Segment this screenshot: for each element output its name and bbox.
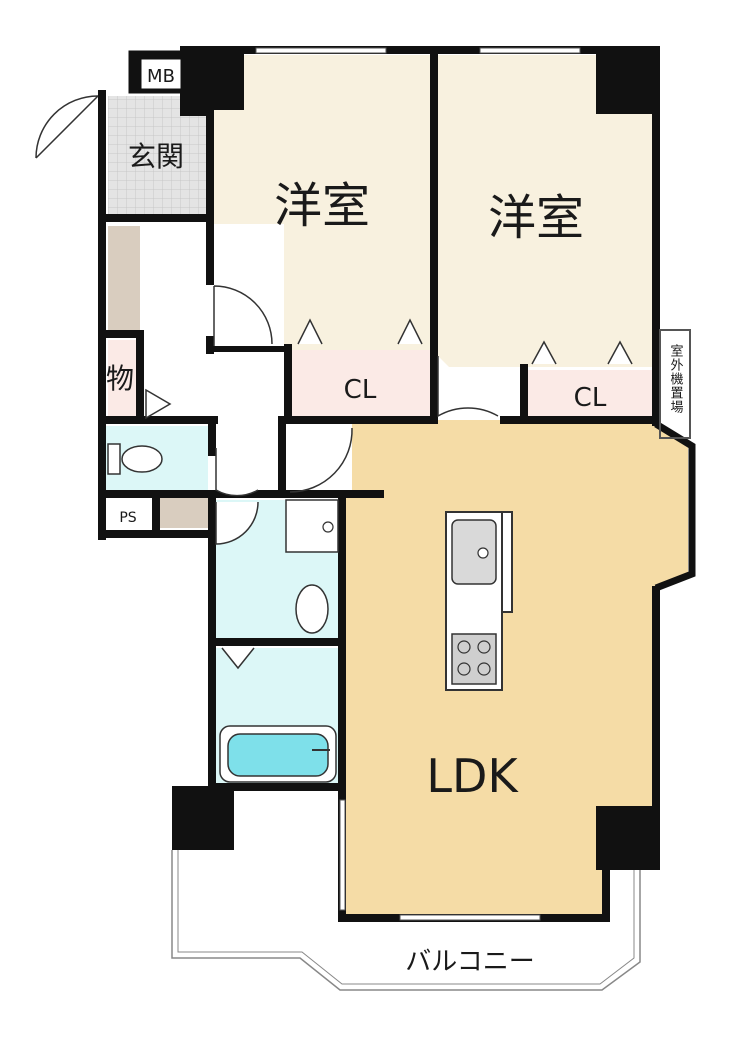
hall-ldk-door-arc — [289, 427, 353, 493]
wall — [206, 336, 214, 354]
storage-label: 物 — [106, 362, 134, 395]
ps-side-floor — [160, 498, 208, 528]
ldk-floor — [343, 420, 688, 918]
balcony-inner-outline — [177, 850, 635, 985]
wall — [172, 786, 234, 850]
wall — [180, 46, 660, 54]
bay-window-wall — [654, 421, 696, 592]
wall — [284, 416, 438, 424]
kitchen-counter-edge — [501, 511, 513, 613]
wall — [500, 416, 660, 424]
closet-door-marker — [607, 340, 633, 365]
entrance-label: 玄関 — [128, 140, 184, 173]
wall — [284, 344, 292, 422]
closet-door-marker — [397, 318, 423, 345]
stove-burner — [457, 640, 471, 654]
bathtub — [227, 733, 329, 777]
stove-burner — [457, 662, 471, 676]
entrance-floor — [108, 96, 206, 218]
wall — [210, 346, 290, 352]
storage-floor — [108, 340, 138, 416]
wall — [98, 214, 208, 222]
stove-burner — [477, 662, 491, 676]
closet-1-floor — [290, 350, 432, 416]
wall — [98, 416, 218, 424]
window — [479, 47, 581, 54]
wall — [652, 586, 660, 870]
wall — [206, 110, 214, 285]
wall — [98, 90, 106, 540]
wash-faucet — [322, 521, 334, 533]
window — [255, 47, 387, 54]
closet-1-label: CL — [344, 375, 377, 405]
bath-door-marker — [221, 647, 255, 670]
outdoor-unit-floor — [660, 330, 690, 430]
storage-door-arrow — [145, 388, 172, 420]
closet-2-floor — [526, 370, 652, 416]
kitchen-sink — [451, 519, 497, 585]
window — [399, 914, 541, 921]
meter-box-box — [138, 56, 184, 92]
entrance-door-swing — [35, 95, 99, 159]
pipe-space-label: PS — [119, 510, 136, 526]
wall — [652, 46, 660, 426]
wall — [180, 46, 210, 116]
window — [339, 799, 346, 911]
wall — [430, 46, 438, 422]
washing-machine — [295, 584, 329, 634]
ldk-label: LDK — [426, 749, 519, 803]
room1-door-swing — [213, 285, 273, 346]
western-room-2-label: 洋室 — [488, 190, 584, 246]
sink-drain — [477, 547, 489, 559]
wall — [596, 806, 658, 870]
stove — [451, 633, 497, 685]
wall — [596, 46, 660, 114]
wall — [98, 330, 144, 338]
toilet-door-swing — [215, 448, 259, 497]
closet-door-marker — [297, 318, 323, 345]
meter-box-label: MB — [147, 66, 175, 87]
ldk-door-swing — [437, 356, 499, 418]
wall — [98, 530, 216, 538]
hall-ldk-door-swing — [288, 424, 352, 490]
closet-door-marker — [531, 340, 557, 365]
wall — [208, 416, 216, 456]
balcony-label: バルコニー — [405, 947, 534, 977]
wall — [152, 494, 160, 534]
toilet-tank — [107, 443, 121, 475]
washroom-door-swing — [215, 501, 259, 545]
wall — [208, 638, 344, 646]
balcony-outline — [171, 850, 641, 991]
wall — [278, 416, 286, 496]
stove-burner — [477, 640, 491, 654]
outdoor-unit-box — [659, 329, 691, 439]
western-room-1-label: 洋室 — [274, 178, 370, 234]
wall — [208, 783, 344, 791]
storage-floor-strip — [108, 226, 140, 336]
closet-2-label: CL — [574, 383, 607, 413]
wall — [136, 330, 144, 420]
outdoor-unit-label: 室外機置場 — [668, 343, 684, 414]
wall — [520, 364, 528, 422]
toilet-bowl — [121, 445, 163, 473]
